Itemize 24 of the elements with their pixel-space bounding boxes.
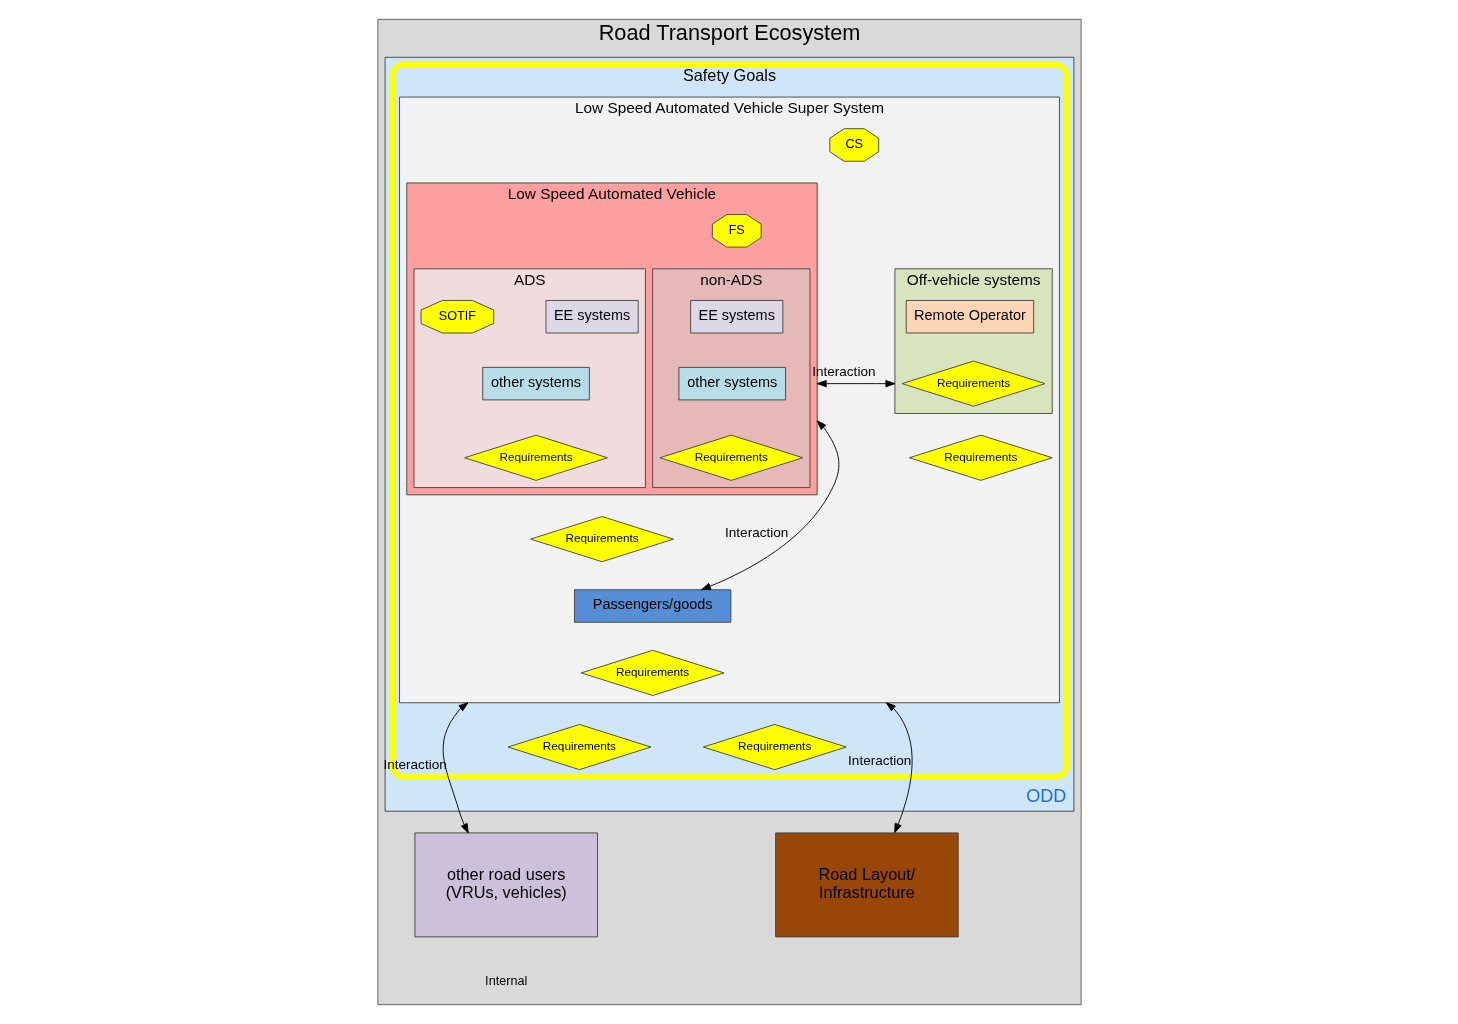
- node-box: other systems: [677, 366, 786, 401]
- arrow: [885, 702, 912, 834]
- node-diamond: Requirements: [908, 434, 1053, 481]
- node-box: Road Layout/ Infrastructure: [774, 832, 959, 938]
- node-diamond: Requirements: [702, 724, 847, 771]
- node-box: Remote Operator: [905, 300, 1034, 334]
- node-box: Passengers/goods: [573, 589, 731, 623]
- node-diamond: Requirements: [580, 649, 725, 696]
- node-diamond: Requirements: [507, 724, 651, 771]
- arrow: [816, 380, 895, 388]
- node-diamond: Requirements: [463, 434, 608, 481]
- node-diamond: Requirements: [529, 516, 674, 563]
- arrow: [700, 420, 839, 591]
- node-box: EE systems: [689, 300, 783, 334]
- node-box: other road users (VRUs, vehicles): [413, 832, 598, 938]
- edge-label: Interaction: [724, 524, 788, 540]
- edge-label: Interaction: [811, 364, 875, 380]
- label: Internal: [484, 973, 527, 988]
- node-diamond: Requirements: [901, 360, 1045, 407]
- node-diamond: Requirements: [658, 434, 803, 481]
- edge-label: Interaction: [847, 752, 911, 768]
- arrow: [442, 702, 469, 834]
- node-box: EE systems: [545, 300, 639, 334]
- node-box: other systems: [481, 366, 590, 401]
